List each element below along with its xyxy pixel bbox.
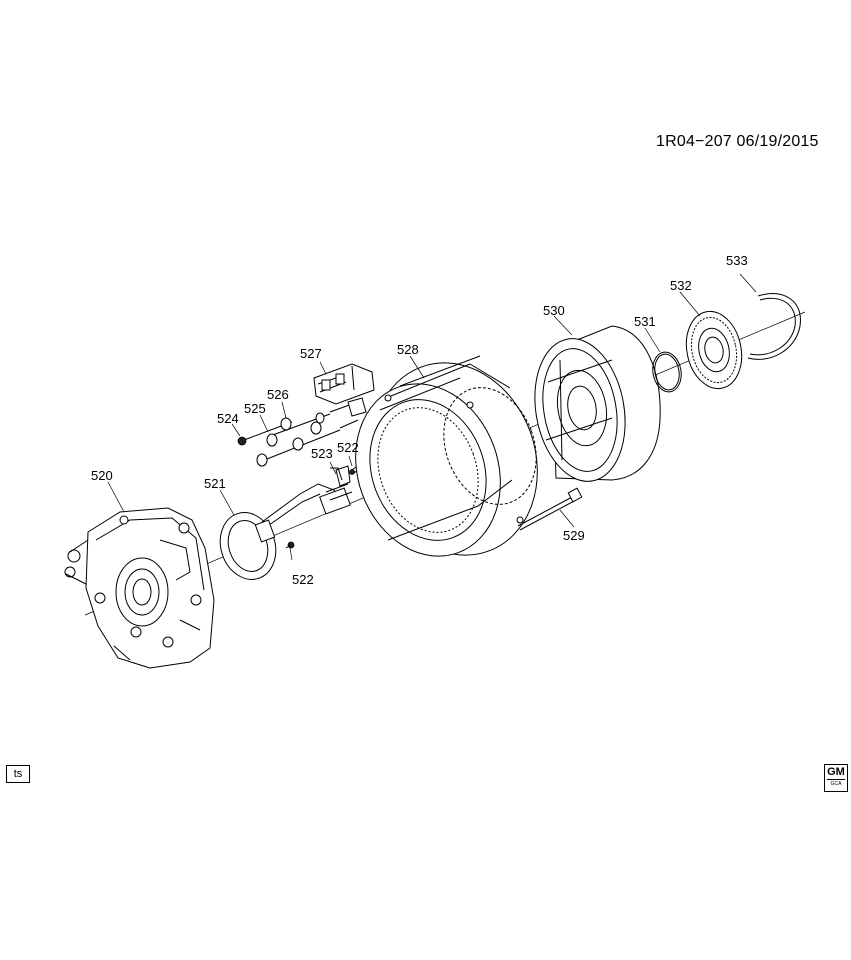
callout-527: 527: [300, 346, 322, 361]
part-528-stator[interactable]: [332, 340, 564, 579]
part-530-rotor[interactable]: [524, 325, 661, 489]
ts-badge-icon: ts: [6, 765, 30, 783]
part-531-snap-ring[interactable]: [650, 350, 685, 394]
part-526-bushing[interactable]: [280, 397, 367, 435]
callout-525: 525: [244, 401, 266, 416]
part-523-connector[interactable]: [319, 465, 353, 515]
part-525-bushing[interactable]: [256, 413, 341, 467]
part-533-retaining-ring[interactable]: [747, 293, 801, 360]
part-532-bearing[interactable]: [679, 306, 748, 394]
gm-logo-icon: GM GCA: [824, 764, 848, 792]
callout-530: 530: [543, 303, 565, 318]
callout-533: 533: [726, 253, 748, 268]
callout-529: 529: [563, 528, 585, 543]
callout-532: 532: [670, 278, 692, 293]
callout-526: 526: [267, 387, 289, 402]
callout-524: 524: [217, 411, 239, 426]
part-529-bolt[interactable]: [517, 487, 583, 531]
document-id: 1R04−207 06/19/2015: [656, 133, 819, 150]
callout-531: 531: [634, 314, 656, 329]
part-520-housing[interactable]: [64, 507, 215, 669]
gm-logo-text: GM: [827, 766, 845, 778]
callout-523: 523: [311, 446, 333, 461]
callout-521: 521: [204, 476, 226, 491]
callout-528: 528: [397, 342, 419, 357]
part-521-resolver-ring[interactable]: [212, 483, 343, 587]
leader-lines: [107, 273, 757, 561]
gm-logo-subtext: GCA: [827, 779, 845, 788]
callout-520: 520: [91, 468, 113, 483]
part-527-connector[interactable]: [313, 363, 375, 405]
callout-522-upper: 522: [337, 440, 359, 455]
callout-522-lower: 522: [292, 572, 314, 587]
